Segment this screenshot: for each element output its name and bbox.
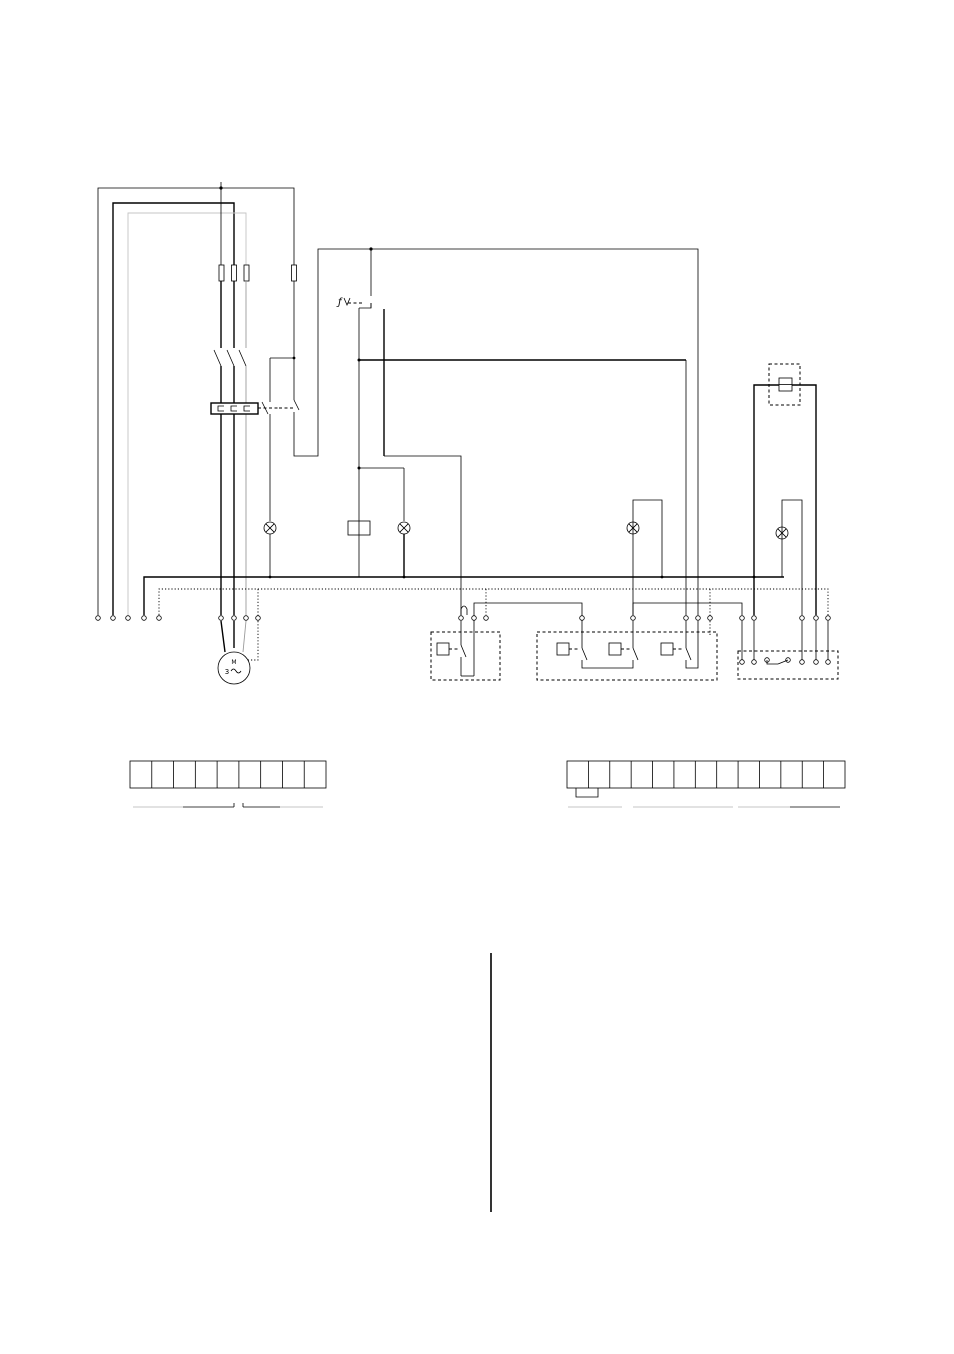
- terminal-point: [813, 659, 819, 665]
- external-unit-right: [737, 621, 839, 680]
- overload-relay: [210, 396, 278, 415]
- terminal-point: [707, 615, 713, 621]
- terminal-point: [231, 615, 237, 621]
- terminal-point: [799, 659, 805, 665]
- motor-letter: M: [231, 659, 236, 666]
- terminal-point: [683, 615, 689, 621]
- terminal-point: [255, 615, 261, 621]
- control-fuse: [291, 264, 297, 282]
- terminal-point: [471, 615, 477, 621]
- motor-phase-label: 3: [225, 668, 229, 676]
- right-terminal-strip: [566, 760, 846, 808]
- power-lines: [213, 281, 247, 615]
- terminal-point: [243, 615, 249, 621]
- svg-text:ƒ: ƒ: [336, 297, 343, 308]
- terminal-point: [751, 615, 757, 621]
- terminal-point: [739, 615, 745, 621]
- terminal-point: [95, 615, 101, 621]
- terminal-point: [630, 615, 636, 621]
- external-unit-left: [430, 621, 501, 681]
- terminal-point: [825, 659, 831, 665]
- supply-conductors: [97, 182, 295, 615]
- neutral-bus: [143, 575, 784, 615]
- terminal-point: [141, 615, 147, 621]
- terminal-point: [156, 615, 162, 621]
- terminal-point: [579, 615, 585, 621]
- left-terminal-strip: [129, 760, 327, 808]
- terminal-point: [218, 615, 224, 621]
- terminal-point: [751, 659, 757, 665]
- terminal-point: [458, 615, 464, 621]
- control-circuit: ƒ: [263, 247, 817, 615]
- terminal-point: [125, 615, 131, 621]
- terminal-point: [110, 615, 116, 621]
- field-wiring: [460, 602, 743, 648]
- terminal-point: [813, 615, 819, 621]
- main-fuses: [218, 264, 250, 282]
- terminal-point: [825, 615, 831, 621]
- terminal-point: [799, 615, 805, 621]
- motor: M 3: [217, 620, 251, 685]
- terminal-point: [695, 615, 701, 621]
- external-unit-middle: [536, 621, 718, 681]
- terminal-point: [483, 615, 489, 621]
- terminal-row: [95, 615, 831, 665]
- protective-earth: [158, 588, 829, 661]
- terminal-point: [739, 659, 745, 665]
